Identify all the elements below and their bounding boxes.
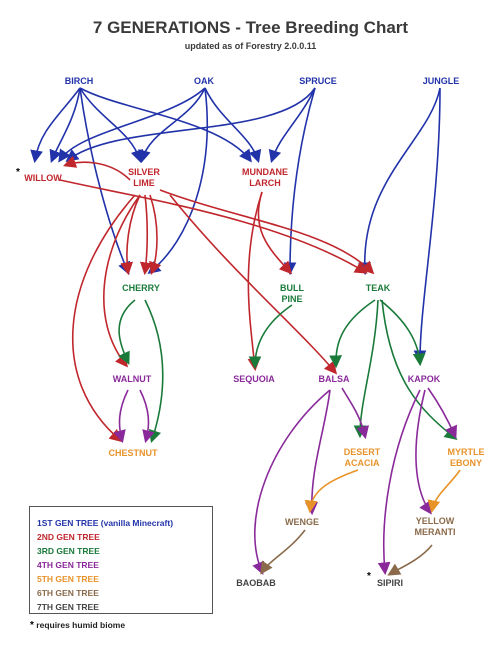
node-chestnut: CHESTNUT — [108, 448, 158, 458]
arrow-kapok-myrtle — [427, 387, 458, 439]
node-yellow-meranti: YELLOW MERANTI — [414, 516, 456, 537]
node-willow: WILLOW — [24, 173, 62, 183]
arrow-bullpine-sequoia — [248, 304, 293, 370]
arrow-silverlime-balsa — [169, 194, 338, 375]
node-baobab: BAOBAB — [236, 578, 276, 588]
arrow-silverlime-walnut — [103, 194, 141, 368]
node-cherry: CHERRY — [122, 283, 160, 293]
arrow-walnut-chestnut-b — [139, 389, 155, 444]
node-wenge: WENGE — [284, 517, 320, 527]
node-kapok: KAPOK — [407, 374, 441, 384]
arrow-silverlime-chestnut — [71, 194, 136, 443]
arrow-cherry-chestnut — [144, 299, 164, 444]
arrow-silverlime-cherry-a — [120, 194, 141, 276]
arrow-walnut-chestnut-a — [113, 389, 129, 444]
node-balsa: BALSA — [318, 374, 350, 384]
humid-star-willow: * — [16, 167, 20, 178]
node-walnut: WALNUT — [112, 374, 152, 384]
legend-gen7: 7TH GEN TREE — [37, 602, 99, 612]
arrow-oak-cherry — [147, 87, 208, 275]
arrow-birch-cherry — [79, 87, 131, 275]
footnote-text: requires humid biome — [36, 620, 126, 630]
node-desert-acacia: DESERT ACACIA — [343, 447, 381, 468]
arrow-birch-larch — [79, 87, 252, 163]
arrow-silverlime-cherry-b — [139, 194, 153, 276]
legend-gen6: 6TH GEN TREE — [37, 588, 99, 598]
legend-gen3: 3RD GEN TREE — [37, 546, 100, 556]
arrow-willow-teak — [59, 179, 368, 274]
node-sipiri: SIPIRI — [376, 578, 404, 588]
arrow-wenge-baobab — [260, 529, 306, 575]
node-myrtle-ebony: MYRTLE EBONY — [447, 447, 485, 468]
arrow-birch-willow-b — [49, 87, 81, 163]
arrow-larch-sequoia — [247, 191, 263, 372]
arrow-silverlime-willow — [62, 155, 131, 181]
legend-gen1: 1ST GEN TREE (vanilla Minecraft) — [37, 518, 174, 528]
legend-gen5: 5TH GEN TREE — [37, 574, 99, 584]
arrow-kapok-sipiri — [377, 389, 421, 576]
arrow-teak-myrtle — [381, 299, 458, 440]
arrow-balsa-baobab — [252, 389, 331, 575]
node-birch: BIRCH — [64, 76, 94, 86]
arrow-oak-silverlime — [138, 87, 206, 164]
humid-star-sipiri: * — [367, 571, 371, 582]
arrow-meranti-sipiri — [387, 544, 433, 576]
chart-subtitle: updated as of Forestry 2.0.0.11 — [184, 41, 317, 51]
node-mundane-larch: MUNDANE LARCH — [242, 167, 288, 188]
legend-gen4: 4TH GEN TREE — [37, 560, 99, 570]
arrow-teak-balsa — [329, 299, 376, 369]
arrow-spruce-bullpine — [283, 87, 316, 276]
arrow-balsa-acacia — [341, 387, 369, 440]
arrow-birch-willow-a — [30, 87, 81, 164]
arrow-teak-acacia — [353, 299, 379, 439]
node-spruce: SPRUCE — [299, 76, 337, 86]
arrow-silverlime-teak — [159, 189, 375, 275]
node-jungle: JUNGLE — [422, 76, 460, 86]
footnote-star: * — [30, 620, 34, 631]
arrow-kapok-meranti — [415, 389, 432, 515]
arrow-jungle-kapok — [413, 87, 441, 364]
arrow-myrtle-meranti — [427, 469, 461, 514]
node-silver-lime: SILVER LIME — [128, 167, 160, 188]
arrow-birch-silverlime — [79, 87, 144, 164]
node-teak: TEAK — [365, 283, 391, 293]
node-oak: OAK — [194, 76, 214, 86]
chart-title: 7 GENERATIONS - Tree Breeding Chart — [92, 18, 409, 37]
arrow-cherry-walnut — [118, 299, 136, 365]
node-bull-pine: BULL PINE — [280, 283, 304, 304]
arrow-acacia-wenge — [304, 469, 359, 514]
arrow-jungle-teak — [358, 87, 441, 276]
legend-gen2: 2ND GEN TREE — [37, 532, 100, 542]
arrow-balsa-wenge — [305, 389, 331, 516]
arrow-teak-kapok — [379, 299, 426, 367]
node-sequoia: SEQUOIA — [233, 374, 275, 384]
arrow-spruce-willow — [65, 87, 316, 162]
legend: 1ST GEN TREE (vanilla Minecraft) 2ND GEN… — [29, 506, 213, 614]
arrow-oak-larch — [204, 87, 262, 164]
arrow-spruce-larch — [268, 87, 316, 164]
arrow-silverlime-cherry-c — [149, 194, 162, 276]
footnote: * requires humid biome — [30, 620, 125, 631]
